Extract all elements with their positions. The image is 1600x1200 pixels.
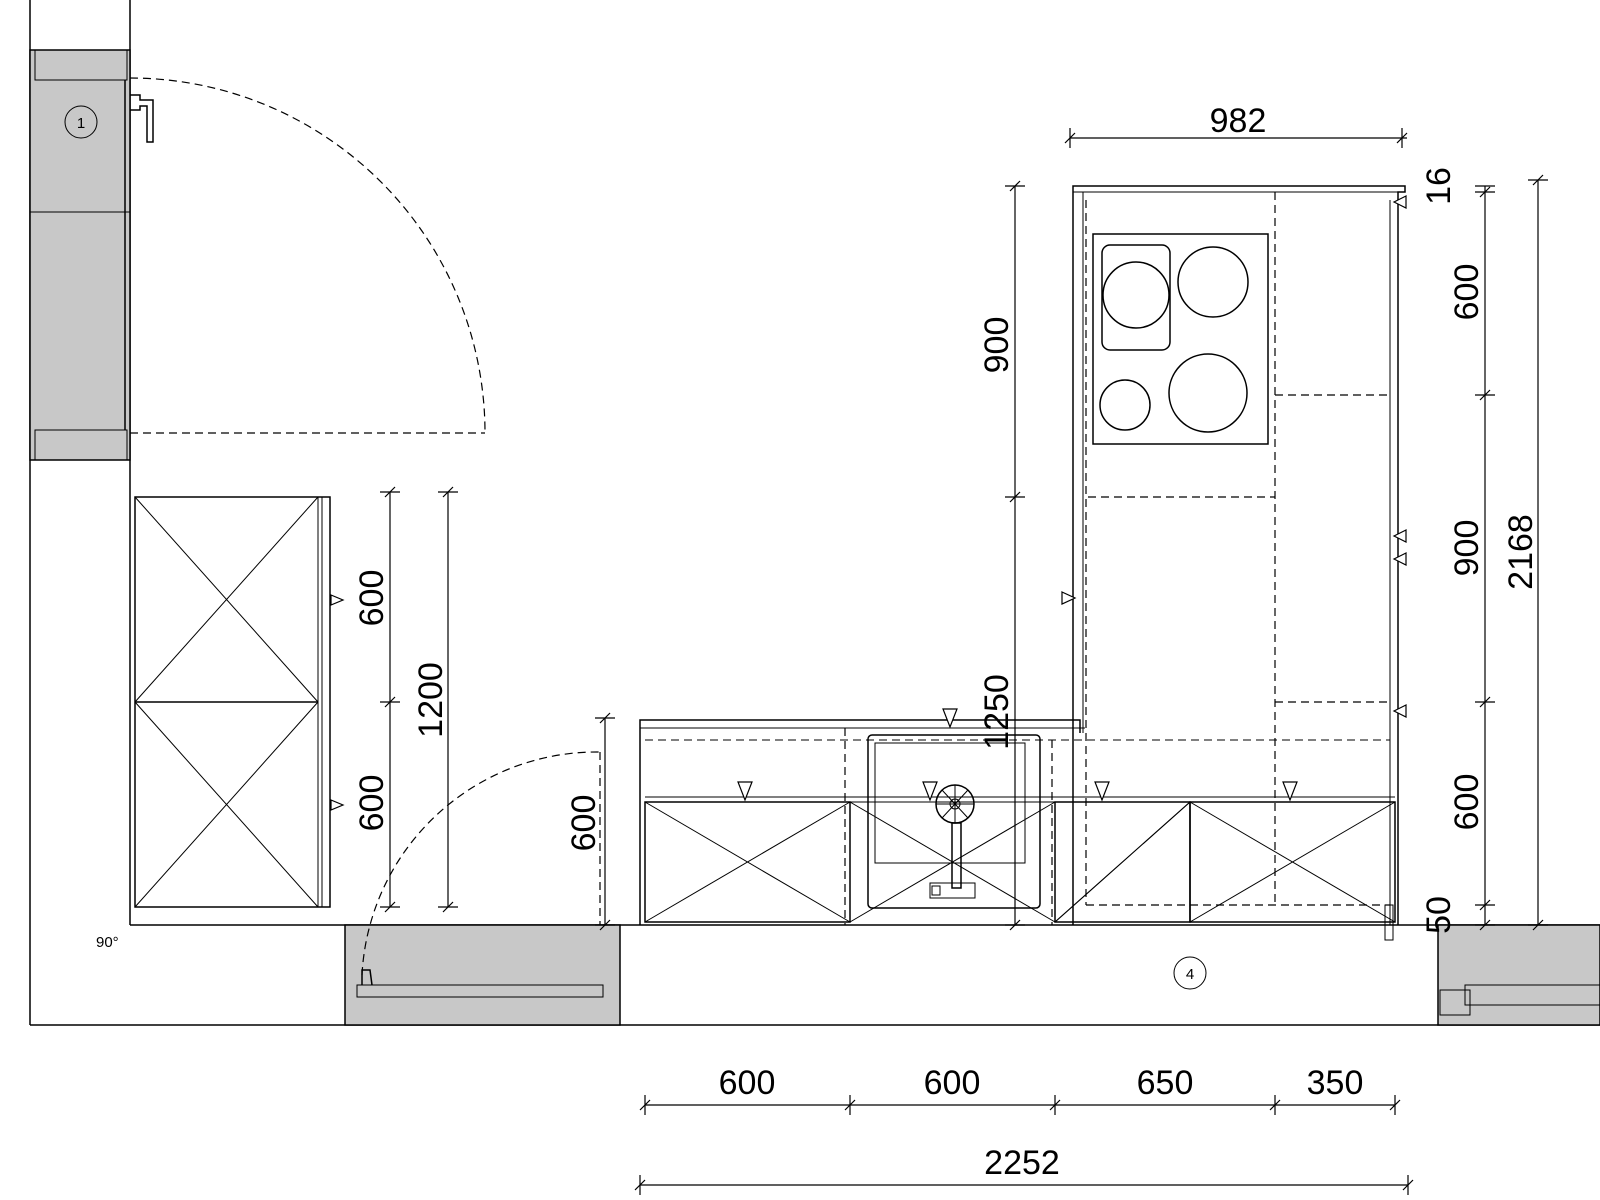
dim-right-total: 2168: [1502, 514, 1540, 590]
svg-text:1: 1: [77, 115, 85, 132]
svg-text:4: 4: [1186, 966, 1194, 983]
cooktop: [1092, 233, 1269, 445]
dim-right-middle: 900: [1448, 520, 1486, 577]
right-wall-block: [1437, 924, 1600, 1026]
dimensions: 982 900 1250 16 600 900 600 50: [353, 102, 1548, 1195]
dim-left-upper: 900: [978, 317, 1016, 374]
dim-bottom-seg-4: 350: [1307, 1064, 1364, 1102]
dim-left-lower: 1250: [978, 674, 1016, 750]
dim-bottom-seg-2: 600: [924, 1064, 981, 1102]
dim-bottom-total: 2252: [984, 1144, 1060, 1182]
dim-top-width: 982: [1210, 102, 1267, 140]
marker-1: [64, 105, 98, 139]
sink: [867, 734, 1041, 909]
door-swings: [129, 77, 601, 976]
dim-top-gap: 16: [1420, 167, 1458, 205]
dim-right-lower: 600: [1448, 774, 1486, 831]
walls: [29, 0, 1600, 1026]
door-angle-label: 90°: [96, 934, 119, 951]
dim-right-base: 50: [1420, 896, 1458, 934]
dim-door-depth: 600: [565, 795, 603, 852]
markers: 1 4 90°: [64, 105, 1207, 990]
door-handle: [130, 94, 154, 143]
dim-tall-upper: 600: [353, 570, 391, 627]
kitchen-counter: [639, 185, 1407, 941]
left-door-jamb: [29, 49, 131, 461]
dim-tall-lower: 600: [353, 775, 391, 832]
marker-4: [1173, 956, 1207, 990]
dim-tall-total: 1200: [412, 662, 450, 738]
bottom-door-jamb: [344, 924, 621, 1026]
dim-bottom-seg-3: 650: [1137, 1064, 1194, 1102]
dim-right-upper: 600: [1448, 264, 1486, 321]
tall-unit: [134, 496, 345, 908]
dim-bottom-seg-1: 600: [719, 1064, 776, 1102]
